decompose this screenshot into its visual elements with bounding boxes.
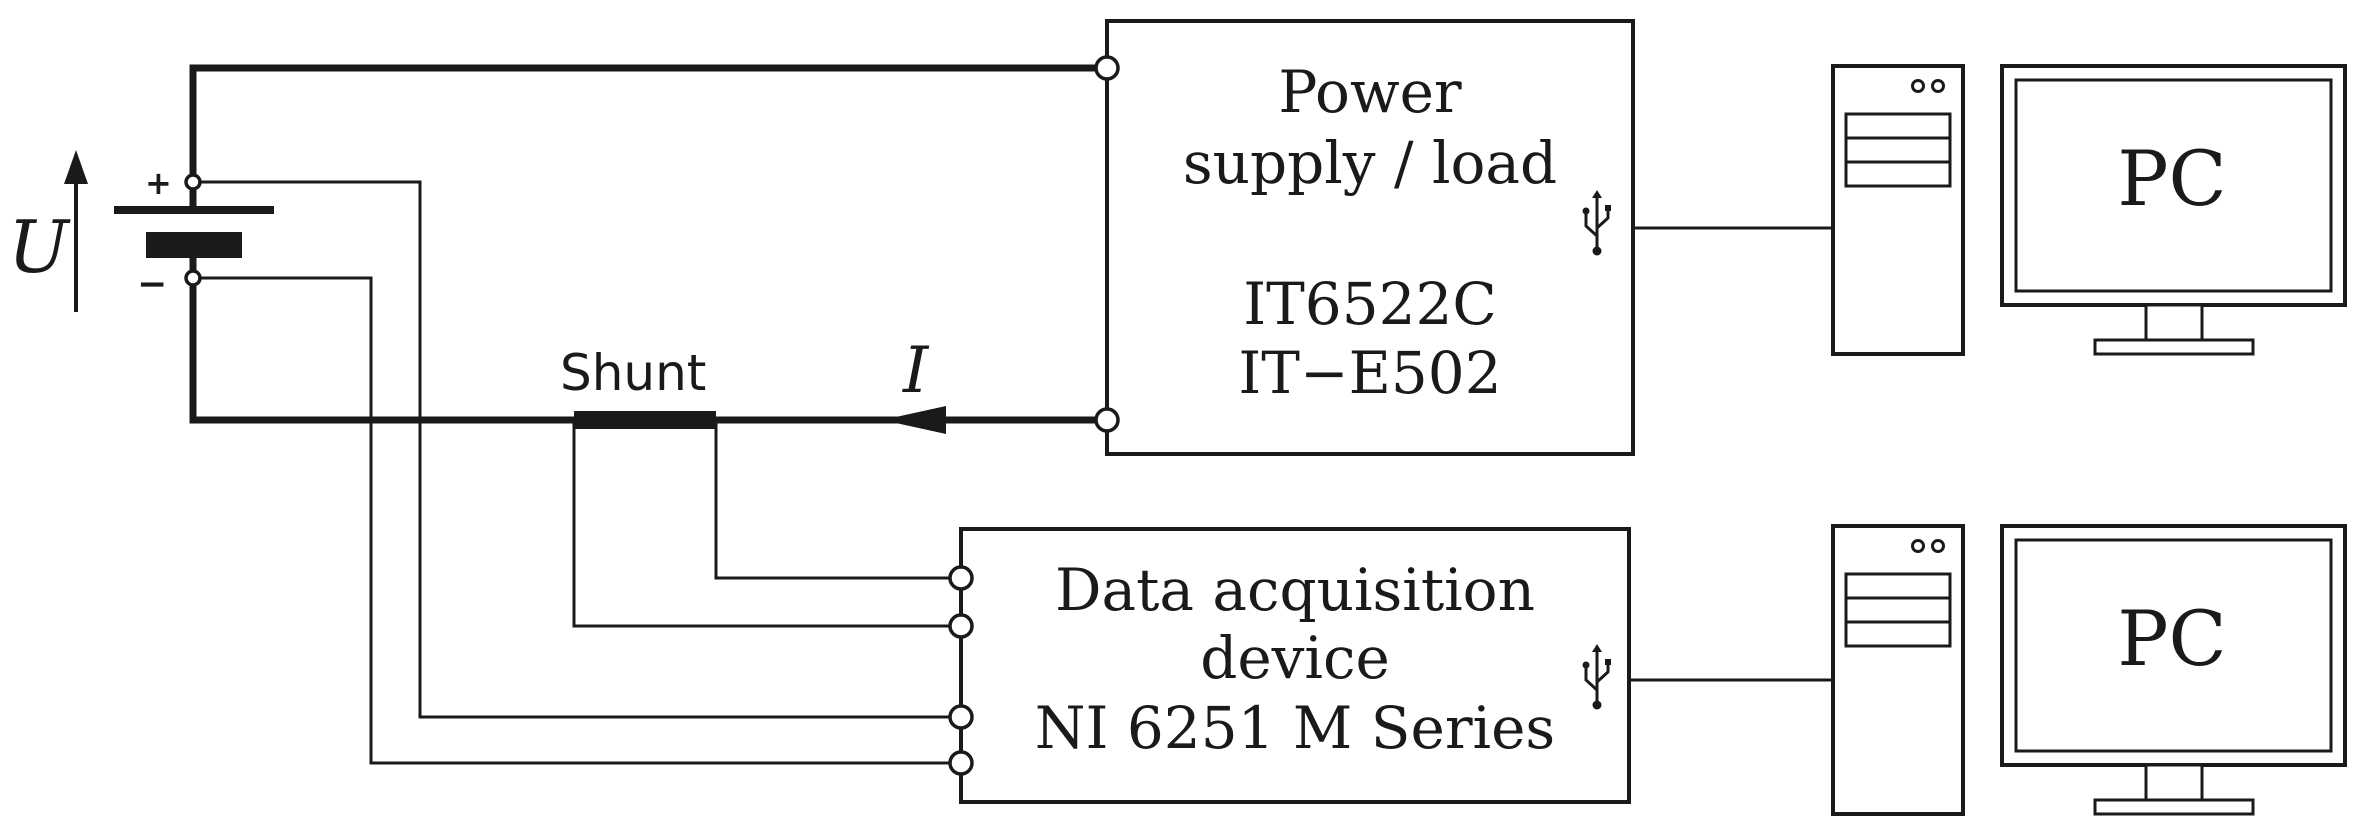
power-supply-model-line1: IT6522C [1243, 270, 1497, 338]
battery-positive-node [184, 173, 202, 191]
sense-wire-shunt-b [572, 418, 963, 628]
pc-bottom-label: PC [2117, 594, 2226, 683]
battery-plus-label: + [145, 164, 172, 202]
computer-tower-icon [1831, 64, 1965, 356]
sense-wire-shunt-a [714, 418, 963, 580]
voltage-indicator: U [8, 150, 88, 312]
sense-wire-voltage-minus [191, 276, 963, 765]
monitor-icon [2000, 64, 2347, 356]
current-symbol: I [902, 334, 930, 408]
daq-name-line2: device [1200, 624, 1390, 692]
daq-terminal-3 [948, 704, 974, 730]
power-supply-name-line2: supply / load [1183, 129, 1557, 197]
daq-model-line: NI 6251 M Series [1035, 694, 1555, 762]
daq-name-line1: Data acquisition [1055, 556, 1535, 624]
power-supply-name-line1: Power [1278, 58, 1462, 126]
daq-terminal-1 [948, 565, 974, 591]
computer-tower-icon [1831, 524, 1965, 816]
pc-bottom: PC [1831, 524, 2347, 816]
power-supply-terminal-negative [1094, 407, 1120, 433]
power-supply-model-line2: IT−E502 [1238, 339, 1501, 407]
voltage-symbol: U [8, 205, 71, 289]
battery-negative-node [184, 269, 202, 287]
monitor-icon [2000, 524, 2347, 816]
pc-top-label: PC [2117, 134, 2226, 223]
daq-box [959, 527, 1631, 804]
power-supply-terminal-positive [1094, 55, 1120, 81]
usb-icon [1582, 644, 1611, 710]
daq-terminal-2 [948, 613, 974, 639]
sense-wire-voltage-plus [191, 180, 963, 719]
battery-minus-label: − [137, 264, 167, 305]
current-arrow [882, 406, 946, 434]
shunt-resistor [574, 411, 716, 429]
daq-terminal-4 [948, 750, 974, 776]
positive-main-wire [189, 64, 1111, 214]
power-supply-box [1105, 19, 1635, 456]
negative-main-wire [189, 254, 1111, 424]
pc-top: PC [1831, 64, 2347, 356]
usb-icon [1582, 190, 1611, 256]
shunt-label: Shunt [560, 344, 706, 402]
battery-icon [114, 206, 274, 258]
